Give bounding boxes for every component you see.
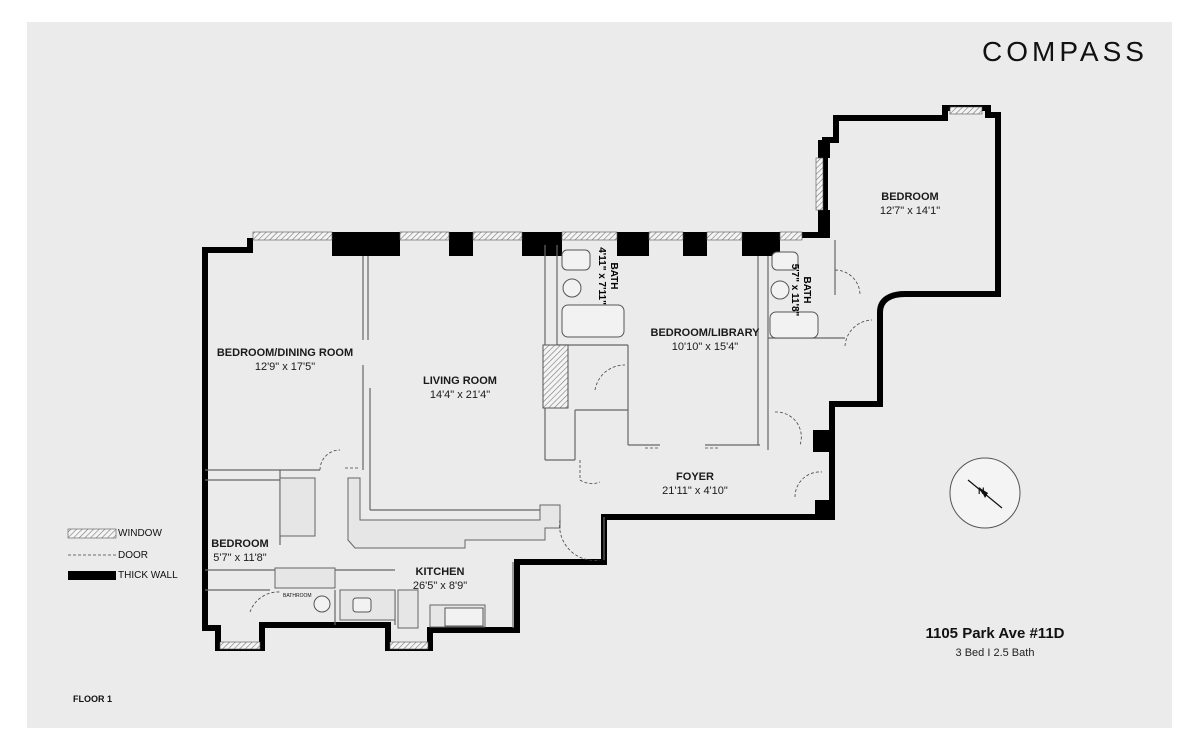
room-dims: 5'7" x 11'8" <box>789 263 800 317</box>
bath-fixtures <box>313 249 819 627</box>
room-bedroom-library: BEDROOM/LIBRARY 10'10" x 15'4" <box>630 326 780 354</box>
room-name: BEDROOM <box>881 191 939 203</box>
listing-summary: 3 Bed I 2.5 Bath <box>955 647 1035 659</box>
room-dims: 10'10" x 15'4" <box>671 341 739 353</box>
room-bedroom-dining: BEDROOM/DINING ROOM 12'9" x 17'5" <box>205 346 365 374</box>
listing-address: 1105 Park Ave #11D <box>925 625 1065 642</box>
room-dims: 4'11" x 7'11" <box>596 247 607 305</box>
room-living: LIVING ROOM 14'4" x 21'4" <box>390 374 530 402</box>
exterior-walls <box>202 105 1001 651</box>
compass-rose <box>949 457 1021 529</box>
fireplace <box>542 344 569 409</box>
floorplan-sheet <box>27 22 1172 728</box>
room-dims: 21'11" x 4'10" <box>662 485 728 497</box>
room-name: LIVING ROOM <box>423 375 497 387</box>
room-name: KITCHEN <box>415 566 465 578</box>
room-foyer: FOYER 21'11" x 4'10" <box>630 470 760 498</box>
room-name: BEDROOM/LIBRARY <box>650 327 760 339</box>
room-name: BATH <box>801 276 812 304</box>
room-bedroom-small: BEDROOM 5'7" x 11'8" <box>200 537 280 565</box>
room-bath-2: BATH 5'7" x 11'8" <box>788 245 812 335</box>
room-name: FOYER <box>676 471 714 483</box>
room-name: BATH <box>608 262 619 290</box>
legend-door: DOOR <box>118 550 148 561</box>
legend-window-swatch <box>67 528 117 539</box>
legend-door-label: DOOR <box>118 550 148 561</box>
room-dims: 5'7" x 11'8" <box>213 552 267 564</box>
room-bath-1: BATH 4'11" x 7'11" <box>595 231 619 321</box>
legend-window-label: WINDOW <box>118 528 162 539</box>
thick-walls <box>332 140 833 518</box>
room-bedroom-ne: BEDROOM 12'7" x 14'1" <box>850 190 970 218</box>
room-dims: 26'5" x 8'9" <box>412 580 468 592</box>
room-dims: 12'7" x 14'1" <box>879 205 941 217</box>
room-name: BEDROOM/DINING ROOM <box>216 347 354 359</box>
legend-thick-wall-swatch <box>68 571 116 580</box>
floor-label: FLOOR 1 <box>73 694 113 704</box>
compass-logo: COMPASS <box>982 36 1148 67</box>
legend-thick-wall-label: THICK WALL <box>118 570 178 581</box>
legend-swatches <box>67 528 117 580</box>
room-name: BEDROOM <box>211 538 269 550</box>
room-dims: 14'4" x 21'4" <box>429 389 491 401</box>
interior-walls <box>205 240 845 628</box>
room-dims: 12'9" x 17'5" <box>254 361 316 373</box>
room-bathroom-small: BATHROOM <box>283 593 312 599</box>
legend-window: WINDOW <box>118 528 162 539</box>
compass-north-label: N <box>978 486 985 496</box>
room-kitchen: KITCHEN 26'5" x 8'9" <box>390 565 490 593</box>
legend-thick-wall: THICK WALL <box>118 570 178 581</box>
windows <box>219 106 983 650</box>
doors <box>249 269 873 613</box>
